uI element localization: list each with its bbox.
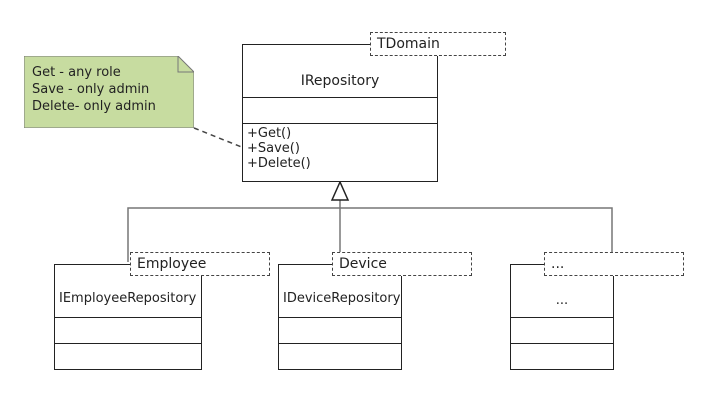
attributes-section bbox=[243, 97, 437, 123]
irepository-class: IRepository +Get() +Save() +Delete() bbox=[242, 44, 438, 182]
note-shape bbox=[24, 56, 194, 128]
note-text: Get - any role Save - only admin Delete-… bbox=[32, 64, 156, 115]
class-name: IEmployeeRepository bbox=[59, 291, 197, 306]
operations-section bbox=[511, 343, 613, 369]
note-connector bbox=[193, 127, 245, 149]
note-line-delete: Delete- only admin bbox=[32, 99, 156, 114]
operation-get: +Get() bbox=[247, 126, 292, 141]
idevicerepository-class: IDeviceRepository bbox=[278, 264, 402, 370]
note-line-save: Save - only admin bbox=[32, 82, 150, 97]
operation-delete: +Delete() bbox=[247, 156, 311, 171]
class-name: IDeviceRepository bbox=[283, 291, 401, 306]
class-name: ... bbox=[555, 293, 569, 308]
operations-section bbox=[279, 343, 401, 369]
attributes-section bbox=[279, 317, 401, 343]
inheritance-branch-lines bbox=[127, 207, 613, 262]
template-param-device: Device bbox=[332, 252, 472, 276]
iemployeerepository-class: IEmployeeRepository bbox=[54, 264, 202, 370]
note: Get - any role Save - only admin Delete-… bbox=[24, 56, 194, 128]
attributes-section bbox=[55, 317, 201, 343]
attributes-section bbox=[511, 317, 613, 343]
template-param-ellipsis: ... bbox=[544, 252, 684, 276]
inheritance-arrowhead-icon bbox=[330, 180, 350, 201]
class-name: IRepository bbox=[300, 73, 380, 89]
operation-save: +Save() bbox=[247, 141, 300, 156]
operations-section bbox=[55, 343, 201, 369]
template-param-employee: Employee bbox=[130, 252, 270, 276]
note-line-get: Get - any role bbox=[32, 65, 121, 80]
placeholder-class: ... bbox=[510, 264, 614, 370]
operations-section: +Get() +Save() +Delete() bbox=[243, 123, 437, 173]
template-param-tdomain: TDomain bbox=[370, 32, 506, 56]
